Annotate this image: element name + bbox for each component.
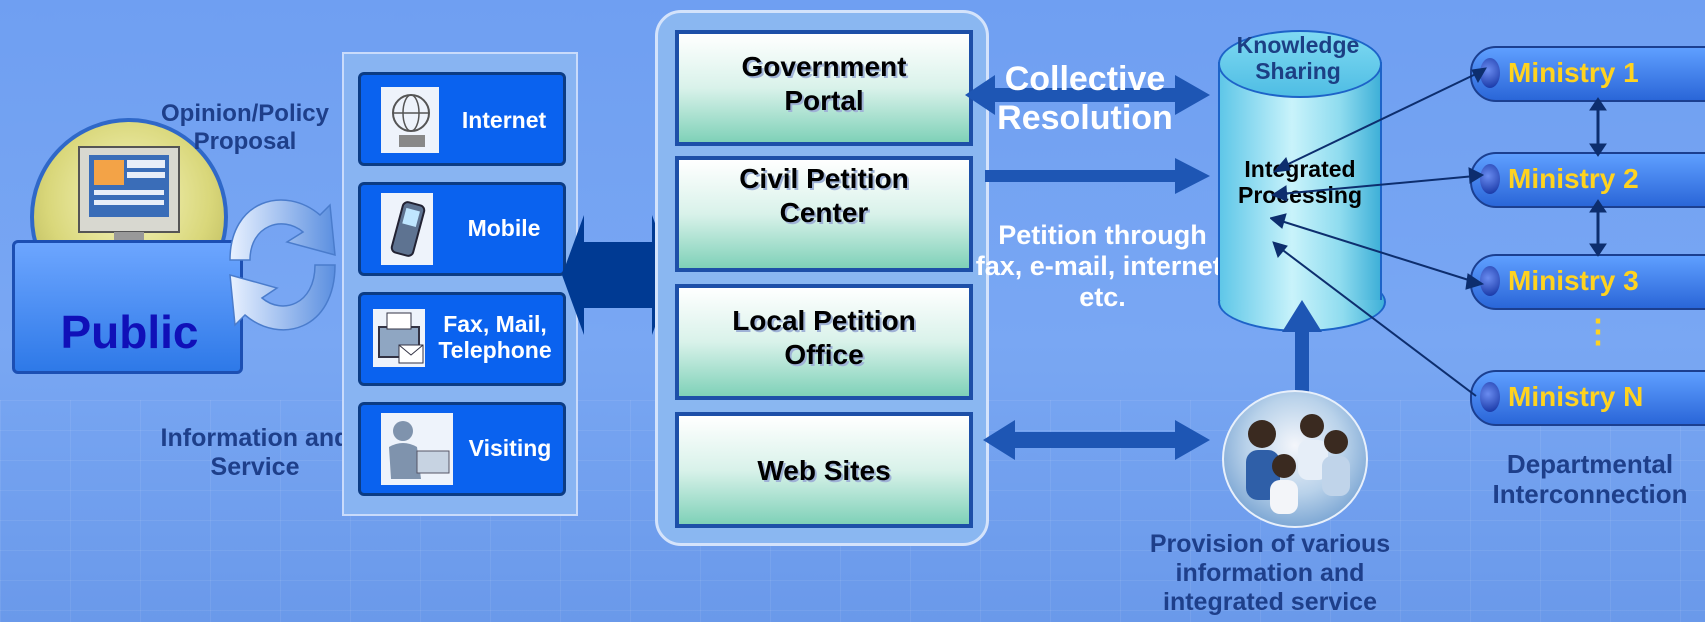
ministry-2-label: Ministry 2 xyxy=(1508,163,1639,194)
channel-visiting[interactable]: Visiting xyxy=(358,402,566,496)
person-desk-icon xyxy=(381,413,453,485)
departmental-interconnection-label: Departmental Interconnection xyxy=(1492,449,1688,509)
channel-mobile-label: Mobile xyxy=(467,215,541,241)
local-petition-office-label: Local Petition Office xyxy=(732,305,916,370)
ministry-2[interactable]: Ministry 2 xyxy=(1470,152,1705,208)
globe-computer-icon xyxy=(381,87,439,153)
channel-mobile[interactable]: Mobile xyxy=(358,182,566,276)
integrated-processing-label: Integrated Processing xyxy=(1238,156,1362,209)
channel-internet[interactable]: Internet xyxy=(358,72,566,166)
government-portal-box[interactable]: Government Portal xyxy=(675,30,973,146)
public-label: Public xyxy=(60,306,199,358)
ministry-dot-icon xyxy=(1480,266,1500,296)
ministry-dot-icon xyxy=(1480,58,1500,88)
ministry-1[interactable]: Ministry 1 xyxy=(1470,46,1705,102)
channel-fax-mail-telephone[interactable]: Fax, Mail, Telephone xyxy=(358,292,566,386)
mobile-phone-icon xyxy=(381,193,433,265)
photo-to-database-arrow xyxy=(1282,300,1322,392)
government-portal-label: Government Portal xyxy=(741,51,907,116)
channel-fax-label: Fax, Mail, Telephone xyxy=(438,311,552,364)
opinion-policy-label: Opinion/Policy Proposal xyxy=(160,100,329,155)
web-sites-label: Web Sites xyxy=(757,455,891,486)
channel-visiting-label: Visiting xyxy=(468,435,552,461)
fax-mail-icon xyxy=(373,309,425,367)
ministry-n[interactable]: Ministry N xyxy=(1470,370,1705,426)
ministry-n-label: Ministry N xyxy=(1508,381,1644,412)
petition-label: Petition through fax, e-mail, internet, … xyxy=(975,220,1230,313)
channel-internet-label: Internet xyxy=(461,107,547,133)
family-photo xyxy=(1222,390,1368,528)
ministry-3-label: Ministry 3 xyxy=(1508,265,1639,296)
database-cylinder-top xyxy=(1218,30,1382,98)
public-box xyxy=(12,240,243,374)
ministry-1-label: Ministry 1 xyxy=(1508,57,1639,88)
database-cylinder xyxy=(1218,62,1382,300)
ministry-ellipsis: ⋮ xyxy=(1582,313,1614,349)
civil-petition-center-box[interactable]: Civil Petition Center xyxy=(675,156,973,272)
knowledge-sharing-label: Knowledge Sharing xyxy=(1236,32,1360,85)
ministry-dot-icon xyxy=(1480,382,1500,412)
ministry-connectors xyxy=(1270,67,1607,397)
collective-resolution-label: Collective Resolution xyxy=(997,60,1173,138)
ministry-dot-icon xyxy=(1480,164,1500,194)
web-sites-box[interactable]: Web Sites xyxy=(675,412,973,528)
provision-label: Provision of various information and int… xyxy=(1149,530,1391,616)
information-service-label: Information and Service xyxy=(160,424,350,481)
local-petition-office-box[interactable]: Local Petition Office xyxy=(675,284,973,400)
center-arrows xyxy=(965,75,1210,460)
ministry-3[interactable]: Ministry 3 xyxy=(1470,254,1705,310)
civil-petition-center-label: Civil Petition Center xyxy=(739,163,909,228)
channels-portal-double-arrow xyxy=(562,215,674,335)
exchange-curved-arrows xyxy=(229,199,336,331)
